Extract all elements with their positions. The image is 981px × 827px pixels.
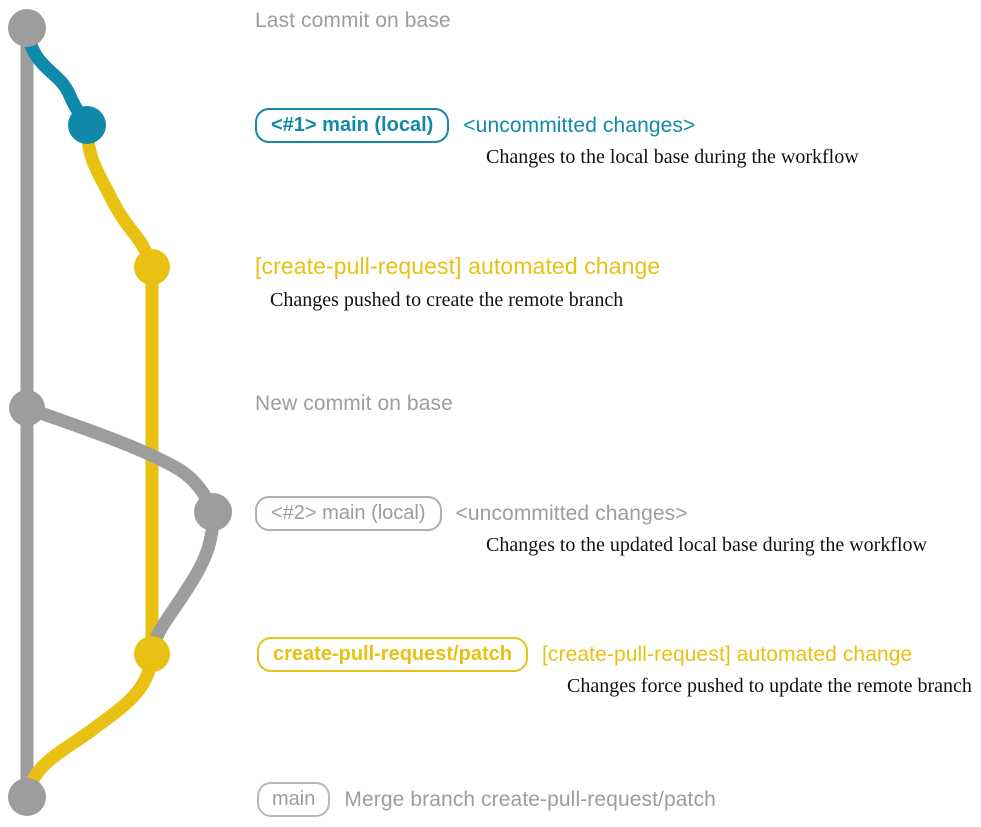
entry-local-1: <#1> main (local) <uncommitted changes> bbox=[255, 108, 695, 143]
ref-badge-main-local-2[interactable]: <#2> main (local) bbox=[255, 496, 442, 531]
commit-node-new-base[interactable] bbox=[9, 390, 45, 426]
commit-subject-local-2: <uncommitted changes> bbox=[455, 501, 688, 525]
commit-description-local-1: Changes to the local base during the wor… bbox=[486, 146, 859, 168]
commit-node-patch-1[interactable] bbox=[134, 249, 170, 285]
ref-badge-create-pull-request-patch[interactable]: create-pull-request/patch bbox=[257, 637, 528, 672]
commit-description-patch-2: Changes force pushed to update the remot… bbox=[567, 675, 972, 697]
commit-node-local-2[interactable] bbox=[194, 493, 232, 531]
commit-node-merge[interactable] bbox=[8, 778, 46, 816]
edge-local2-to-patch2 bbox=[145, 505, 220, 661]
ref-badge-main-local-1[interactable]: <#1> main (local) bbox=[255, 108, 450, 143]
entry-last-commit-on-base: Last commit on base bbox=[255, 9, 451, 33]
entry-merge: main Merge branch create-pull-request/pa… bbox=[257, 782, 716, 817]
commit-node-patch-2[interactable] bbox=[134, 636, 170, 672]
commit-node-last-base[interactable] bbox=[8, 9, 46, 47]
commit-subject-new-base: New commit on base bbox=[255, 392, 453, 415]
commit-description-patch-1: Changes pushed to create the remote bran… bbox=[270, 289, 624, 311]
commit-subject-patch-2: [create-pull-request] automated change bbox=[541, 642, 913, 666]
commit-subject-last-base: Last commit on base bbox=[255, 9, 451, 32]
commit-subject-merge: Merge branch create-pull-request/patch bbox=[344, 787, 716, 811]
commit-subject-local-1: <uncommitted changes> bbox=[463, 113, 696, 137]
edge-local1-to-patch1 bbox=[80, 118, 159, 274]
edge-newbase-to-local2 bbox=[20, 401, 220, 519]
commit-node-local-1[interactable] bbox=[68, 106, 106, 144]
commit-description-local-2: Changes to the updated local base during… bbox=[486, 534, 927, 556]
ref-badge-main[interactable]: main bbox=[257, 782, 331, 817]
entry-local-2: <#2> main (local) <uncommitted changes> bbox=[255, 496, 688, 531]
commit-subject-patch-1: [create-pull-request] automated change bbox=[255, 253, 661, 279]
entry-new-commit-on-base: New commit on base bbox=[255, 392, 453, 416]
entry-patch-2: create-pull-request/patch [create-pull-r… bbox=[257, 637, 912, 672]
edge-patch2-to-merge bbox=[20, 647, 159, 804]
